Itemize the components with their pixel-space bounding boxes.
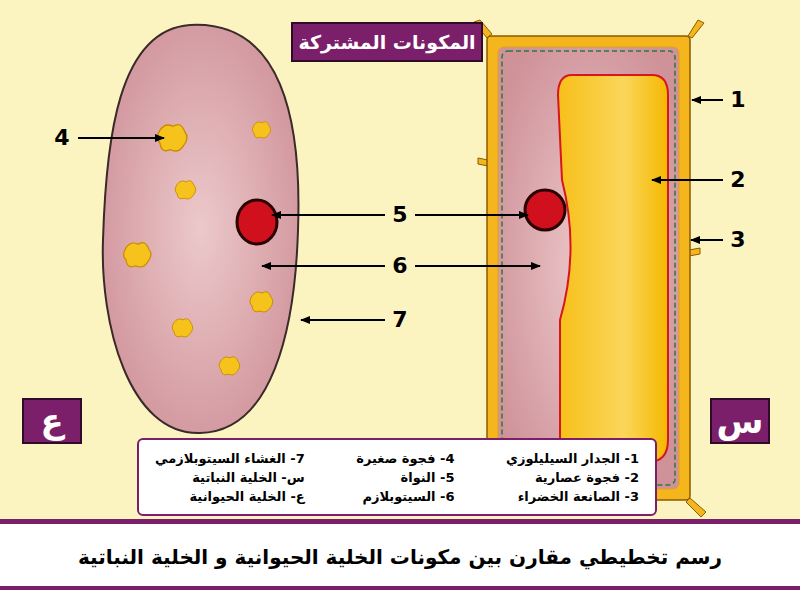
key-entry: 7- الغشاء السيتوبلازمي [155, 451, 305, 466]
callout-number: 7 [392, 309, 407, 331]
title-box: المكونات المشتركة [291, 22, 483, 62]
key-entry: 4- فجوة صغيرة [356, 451, 454, 466]
panel-ground [0, 0, 800, 522]
caption-band: رسم تخطيطي مقارن بين مكونات الخلية الحيو… [0, 530, 800, 584]
key-box: 1- الجدار السيليلوزي 4- فجوة صغيرة 7- الغش… [137, 438, 657, 516]
callout-number: 6 [392, 255, 407, 277]
key-entry: 5- النواة [356, 470, 454, 485]
caption-text: رسم تخطيطي مقارن بين مكونات الخلية الحيو… [78, 545, 722, 569]
callout-number: 5 [392, 204, 407, 226]
cell-letter: س [717, 404, 764, 438]
animal-cell-tag: ع [22, 398, 82, 444]
animal-cell [103, 25, 299, 433]
callout-number: 1 [730, 89, 745, 111]
purple-rule [0, 519, 800, 524]
purple-rule [0, 586, 800, 590]
callout-number: 2 [730, 169, 745, 191]
key-entry: 3- الصانعة الخضراء [506, 489, 639, 504]
key-entry: 1- الجدار السيليلوزي [506, 451, 639, 466]
leader-lines [78, 100, 723, 320]
key-entry: ع- الخلية الحيوانية [155, 489, 305, 504]
plant-cell-tag: س [710, 398, 770, 444]
key-entry: س- الخلية النباتية [155, 470, 305, 485]
cell-letter: ع [40, 404, 63, 438]
callout-number: 3 [730, 229, 745, 251]
key-entry: 2- فجوة عصارية [506, 470, 639, 485]
key-entry: 6- السيتوبلازم [356, 489, 454, 504]
caption-ground [0, 521, 800, 594]
callout-number: 4 [54, 127, 69, 149]
title-text: المكونات المشتركة [298, 31, 475, 53]
